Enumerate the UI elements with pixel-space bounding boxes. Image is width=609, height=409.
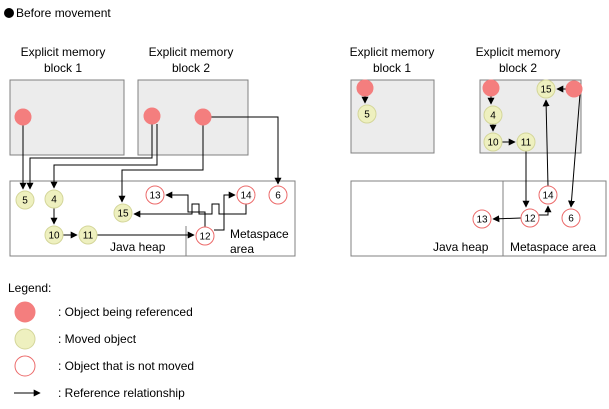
header-title: Before movement <box>16 6 111 20</box>
object-node-label: 12 <box>524 214 536 225</box>
unmoved-object-node <box>195 226 215 246</box>
reference-arrow-b_r3-to-b_6 <box>211 116 282 185</box>
moved-object-node <box>483 105 503 125</box>
object-node-label: 15 <box>117 209 129 220</box>
object-node-label: 13 <box>149 191 161 202</box>
unmoved-object-node <box>538 185 558 205</box>
after-metaspace-label: Metaspace area <box>510 240 596 254</box>
reference-arrow-b_12-to-b_13 <box>165 191 206 227</box>
referenced-object-node <box>143 107 161 125</box>
object-node-label: 5 <box>22 196 28 207</box>
object-node-label: 15 <box>540 85 552 96</box>
before-java-heap-label: Java heap <box>110 240 166 254</box>
object-node-label: 14 <box>542 191 554 202</box>
legend-reference-text: : Reference relationship <box>58 386 185 400</box>
object-node-label: 4 <box>490 111 496 122</box>
referenced-object-node <box>14 108 32 126</box>
legend-referenced-circle-icon <box>14 301 36 323</box>
referenced-object-node <box>565 80 583 98</box>
object-node-label: 11 <box>83 231 94 242</box>
before-metaspace-label-line1: Metaspace <box>230 227 289 241</box>
object-node-label: 14 <box>240 191 252 202</box>
reference-arrow-a_r3-to-a_6 <box>568 93 581 208</box>
before-metaspace-label-line2: area <box>230 242 254 256</box>
moved-object-node <box>483 132 503 152</box>
object-nodes: 5 4 10 11 15 13 14 12 6 5 15 4 10 11 14 13 12 6 <box>14 79 583 246</box>
legend-referenced-text: : Object being referenced <box>58 305 193 319</box>
moved-object-node <box>78 225 98 245</box>
after-java-heap-label: Java heap <box>433 240 489 254</box>
reference-arrow-b_r2-to-b_5 <box>26 124 153 190</box>
reference-edges <box>19 85 581 239</box>
legend-title: Legend: <box>8 281 51 295</box>
before-block2-label-line2: block 2 <box>172 61 210 75</box>
referenced-object-node <box>482 79 500 97</box>
unmoved-object-node <box>561 208 581 228</box>
unmoved-object-node <box>145 185 165 205</box>
object-node-label: 5 <box>364 110 370 121</box>
moved-object-node <box>516 132 536 152</box>
object-node-label: 6 <box>275 191 281 202</box>
reference-arrow-b_r3-to-b_15 <box>118 125 204 203</box>
moved-object-node <box>536 79 556 99</box>
legend: Legend: : Object being referenced : Move… <box>8 281 194 400</box>
black-circle-icon <box>4 8 14 18</box>
reference-arrow-a_12-to-a_14 <box>539 205 552 216</box>
before-block2-label-line1: Explicit memory <box>149 45 234 59</box>
after-block1-label-line1: Explicit memory <box>350 45 435 59</box>
after-block2-label-line1: Explicit memory <box>476 45 561 59</box>
object-node-label: 6 <box>568 214 574 225</box>
reference-arrow-b_14-to-b_15 <box>133 203 247 218</box>
legend-unmoved-circle-icon <box>14 355 36 377</box>
unmoved-object-node <box>236 185 256 205</box>
object-node-label: 4 <box>51 195 57 206</box>
legend-unmoved-text: : Object that is not moved <box>58 359 194 373</box>
reference-arrow-a_12-to-a_13 <box>492 215 522 223</box>
object-node-label: 11 <box>521 138 532 149</box>
object-node-label: 10 <box>48 231 60 242</box>
after-block2-label-line2: block 2 <box>499 61 537 75</box>
after-diagram: Explicit memory block 1 Explicit memory … <box>350 45 607 257</box>
before-block1-label-line2: block 1 <box>44 61 82 75</box>
moved-object-node <box>44 225 64 245</box>
reference-arrow-b_r2-to-b_4 <box>50 124 158 189</box>
moved-object-node <box>357 104 377 124</box>
reference-arrow-b_12-to-b_14 <box>214 191 236 231</box>
object-node-label: 13 <box>476 215 488 226</box>
unmoved-object-node <box>472 209 492 229</box>
moved-object-node <box>44 189 64 209</box>
referenced-object-node <box>194 108 212 126</box>
object-node-label: 10 <box>487 138 499 149</box>
legend-moved-circle-icon <box>14 328 36 350</box>
reference-arrow-a_14-to-a_15 <box>542 99 550 187</box>
unmoved-object-node <box>268 185 288 205</box>
legend-moved-text: : Moved object <box>58 332 137 346</box>
moved-object-node <box>113 203 133 223</box>
referenced-object-node <box>356 79 374 97</box>
before-block1-label-line1: Explicit memory <box>21 45 106 59</box>
after-block1-label-line2: block 1 <box>373 61 411 75</box>
object-node-label: 12 <box>199 232 211 243</box>
moved-object-node <box>15 190 35 210</box>
unmoved-object-node <box>520 208 540 228</box>
